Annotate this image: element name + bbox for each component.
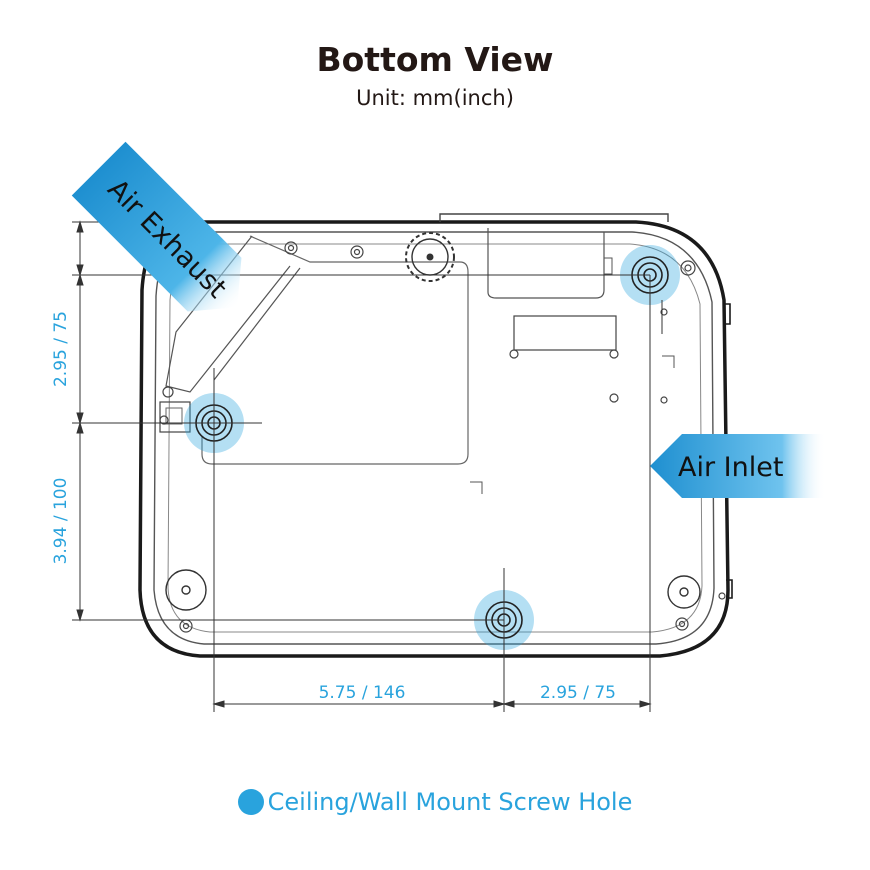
air-inlet-label: Air Inlet	[678, 452, 783, 483]
feet	[165, 569, 701, 611]
dim-left-lower: 3.94 / 100	[51, 478, 71, 565]
legend-label: Ceiling/Wall Mount Screw Hole	[267, 788, 633, 816]
legend-dot-icon	[237, 789, 264, 815]
diagram-subtitle: Unit: mm(inch)	[356, 86, 514, 110]
dim-left-upper: 2.95 / 75	[51, 311, 71, 387]
air-inlet-arrow: Air Inlet	[650, 434, 826, 498]
legend: Ceiling/Wall Mount Screw Hole	[0, 788, 870, 816]
focus-gear	[405, 232, 455, 282]
dim-bottom-right: 2.95 / 75	[540, 683, 616, 703]
diagram-title: Bottom View	[316, 40, 554, 79]
dim-bottom-left: 5.75 / 146	[319, 683, 406, 703]
air-exhaust-arrow: Air Exhaust	[71, 141, 242, 312]
small-screws	[159, 241, 726, 633]
dimension-lines	[72, 220, 663, 712]
